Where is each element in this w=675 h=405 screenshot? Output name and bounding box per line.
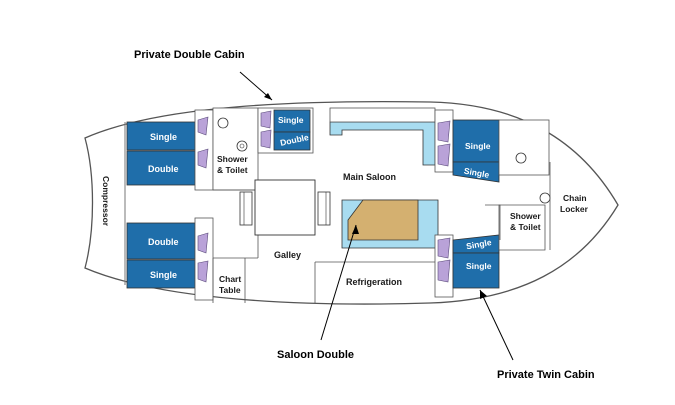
sink-icon-1 [236, 140, 248, 152]
label-galley: Galley [274, 250, 301, 260]
pillow-10 [437, 259, 451, 283]
annotation-private-double-cabin: Private Double Cabin [134, 49, 245, 61]
label-compressor: Compressor [101, 176, 111, 227]
label-toilet-2: & Toilet [510, 222, 541, 232]
label-shower-1: Shower [217, 154, 248, 164]
label-shower-2: Shower [510, 211, 541, 221]
label-single-3: Single [278, 115, 304, 125]
berth-single-fwd-bot-2 [452, 252, 500, 289]
saloon-table [254, 179, 316, 236]
label-main-saloon: Main Saloon [343, 172, 396, 182]
berth-single-top-left [126, 121, 196, 151]
label-toilet-1: & Toilet [217, 165, 248, 175]
berth-double-bottom-left [126, 222, 196, 260]
berth-double-top-left [126, 150, 196, 186]
label-single-4: Single [465, 141, 491, 151]
label-table: Table [219, 285, 241, 295]
pillow-4 [197, 260, 209, 283]
toilet-icon-1 [217, 117, 229, 129]
pillow-3 [197, 232, 209, 254]
saloon-double-berth [347, 199, 419, 241]
pillow-2 [197, 148, 209, 169]
label-single-1: Single [150, 132, 177, 142]
pillow-8 [437, 143, 451, 167]
label-refrigeration: Refrigeration [346, 277, 402, 287]
label-single-5: Single [463, 166, 490, 180]
annotation-saloon-double: Saloon Double [277, 349, 354, 361]
pillow-7 [437, 120, 451, 143]
label-chart: Chart [219, 274, 241, 284]
pillow-9 [437, 237, 451, 259]
berth-double-private-double [273, 131, 311, 151]
label-single-6: Single [465, 237, 492, 251]
berth-single-fwd-top-1 [452, 119, 500, 163]
label-double-1: Double [148, 164, 179, 174]
pillow-6 [260, 129, 272, 149]
arrow-head-3 [480, 290, 487, 299]
pillow-5 [260, 110, 272, 129]
label-chain: Chain [563, 193, 587, 203]
berth-single-fwd-top-2 [452, 161, 500, 183]
annotation-private-twin-cabin: Private Twin Cabin [497, 369, 595, 381]
label-locker: Locker [560, 204, 589, 214]
label-single-2: Single [150, 270, 177, 280]
arrow-head-2 [352, 225, 359, 234]
label-single-7: Single [466, 261, 492, 271]
arrow-head-1 [264, 93, 272, 100]
label-double-2: Double [148, 237, 179, 247]
berth-single-bottom-left [126, 259, 196, 289]
pillow-1 [197, 116, 209, 136]
toilet-icon-2 [515, 152, 527, 164]
